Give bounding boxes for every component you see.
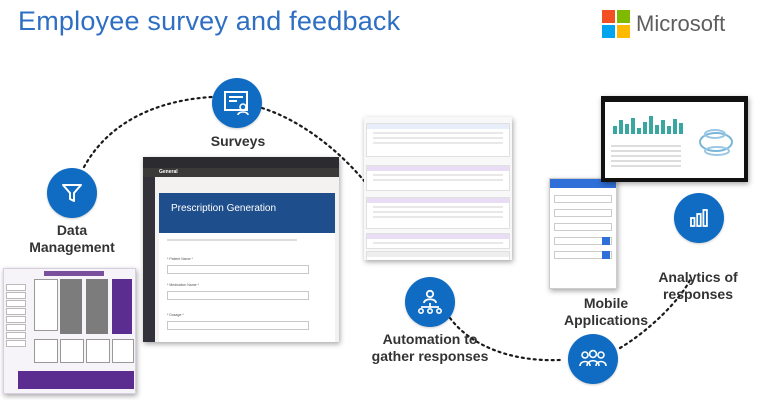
path-surveys-to-flow [260,106,372,190]
teams-channel-bar: General [143,168,339,177]
mobile-app-header [550,179,616,188]
form-field-label: * Dosage * [167,313,184,317]
analytics-label: Analytics of responses [658,269,738,302]
teams-title-bar [143,157,339,168]
microsoft-logo: Microsoft [602,10,742,40]
teams-form-screenshot: General Prescription Generation * Patien… [143,157,339,342]
automation-label: Automation to gather responses [371,331,489,364]
teams-app-rail [143,177,155,342]
word-cloud [699,129,733,156]
path-automation-to-people [448,316,562,362]
page-title: Employee survey and feedback [18,6,401,36]
path-data-to-surveys [82,95,214,169]
form-field-label: * Medication Name * [167,283,199,287]
surveys-circle [212,78,262,128]
bar-chart-icon [690,209,708,227]
patient-name-field[interactable] [167,265,309,274]
funnel-icon [62,184,82,202]
flow-screenshot [364,117,512,260]
path-people-to-analytics [618,278,692,350]
respondents-circle [568,334,618,384]
flow-icon [417,289,442,314]
automation-circle [405,277,455,327]
flow-step [366,123,510,157]
dashboard-screenshot [601,96,748,182]
teams-channel-name: General [159,169,178,175]
form-title: Prescription Generation [171,203,277,214]
analytics-circle [674,193,724,243]
people-icon [579,349,607,367]
medication-name-field[interactable] [167,291,309,300]
mobile-app-screenshot [549,178,617,289]
dashboard-bar-chart [613,116,683,134]
form-header: Prescription Generation [159,193,335,233]
form-field-label: * Patient Name * [167,257,193,261]
survey-form-icon [224,91,249,116]
data-management-label: Data Management [29,222,115,255]
data-management-circle [47,168,97,218]
data-model-screenshot [3,268,136,394]
dosage-field[interactable] [167,321,309,330]
surveys-label: Surveys [210,133,266,149]
microsoft-wordmark: Microsoft [636,11,726,36]
flow-step [366,197,510,229]
flow-step [366,251,510,260]
microsoft-grid-icon [602,10,630,38]
flow-step [366,233,510,249]
mobile-label: Mobile Applications [563,295,648,328]
flow-step [366,165,510,191]
form-body: * Patient Name * * Medication Name * * D… [159,233,335,342]
